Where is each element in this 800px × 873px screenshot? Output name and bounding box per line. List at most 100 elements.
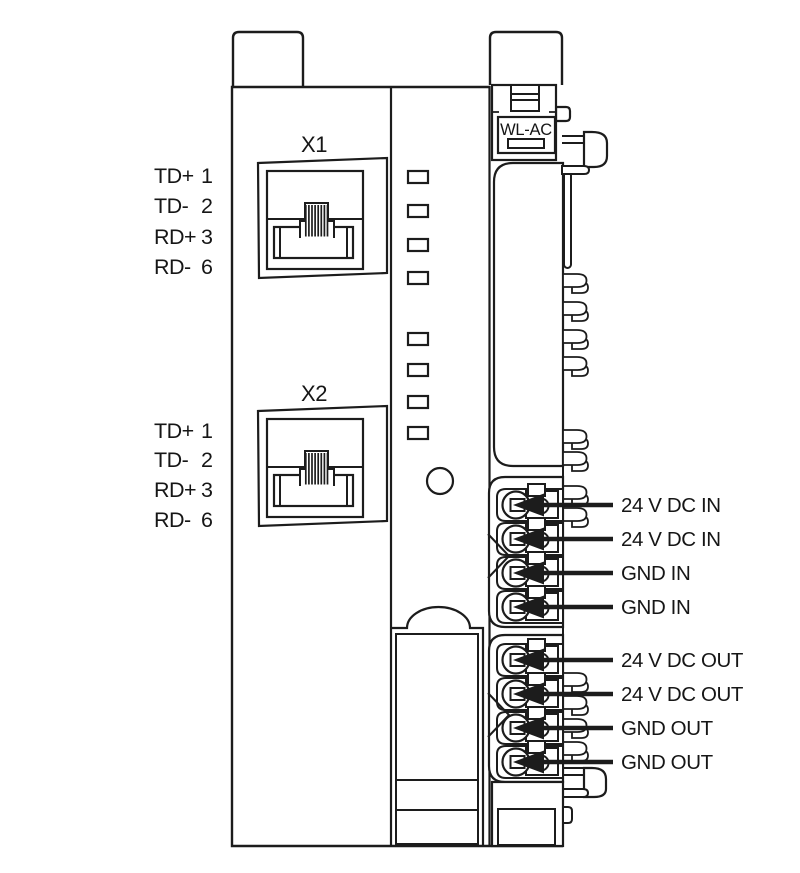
pin-signal-label: TD- bbox=[154, 194, 189, 218]
arrow-head bbox=[513, 750, 544, 774]
din-rail-clip-bottom bbox=[561, 766, 608, 799]
actuation-slot bbox=[527, 483, 546, 497]
port-label-x1: X1 bbox=[301, 132, 327, 157]
hook-tongue bbox=[562, 672, 588, 687]
din-rail-clip-top bbox=[561, 130, 609, 175]
pin-table: TD+1TD-2RD+3RD-6 bbox=[154, 419, 213, 532]
hook-tongue bbox=[562, 695, 588, 710]
actuation-slot bbox=[527, 585, 546, 599]
bus-contact-hook bbox=[562, 507, 589, 528]
power-terminal: GND IN bbox=[496, 585, 691, 624]
led-column bbox=[406, 169, 430, 441]
bottom-end-section bbox=[391, 605, 573, 848]
housing-outline bbox=[230, 85, 563, 848]
pin-signal-label: RD- bbox=[154, 508, 191, 532]
bus-contact-hook bbox=[562, 695, 589, 716]
hook-tongue bbox=[562, 485, 588, 500]
marking-window bbox=[507, 138, 545, 149]
hook-tongue bbox=[562, 329, 588, 344]
pin-number: 3 bbox=[201, 225, 213, 249]
pin-table: TD+1TD-2RD+3RD-6 bbox=[154, 164, 213, 279]
bus-contact-hook bbox=[562, 451, 589, 472]
release-chevron-out bbox=[487, 692, 511, 738]
pin-signal-label: RD+ bbox=[154, 225, 196, 249]
arrow-head bbox=[513, 595, 544, 619]
power-terminal: GND OUT bbox=[496, 706, 714, 745]
terminal-arrow-icon bbox=[513, 682, 613, 706]
bus-contact-hook bbox=[562, 301, 589, 322]
terminal-arrow-icon bbox=[513, 648, 613, 672]
power-terminal: 24 V DC OUT bbox=[496, 638, 744, 677]
side-tab bbox=[554, 105, 572, 123]
bus-contact-hook bbox=[562, 356, 589, 377]
rj45-plug-caps bbox=[279, 227, 348, 258]
din-clip-bar bbox=[561, 165, 591, 175]
bus-contact-strip bbox=[563, 171, 572, 269]
rj45-jack bbox=[256, 156, 389, 280]
terminal-label: 24 V DC IN bbox=[621, 494, 721, 517]
bus-contact-hook bbox=[562, 273, 589, 294]
din-clip-arm bbox=[562, 767, 585, 776]
actuation-slot bbox=[527, 740, 546, 754]
terminal-label: GND OUT bbox=[621, 751, 714, 774]
led-indicator bbox=[406, 203, 430, 219]
led-indicator bbox=[406, 362, 430, 378]
power-terminal: GND IN bbox=[496, 551, 691, 590]
latch-slider bbox=[510, 84, 540, 112]
led-indicator bbox=[406, 169, 430, 185]
ejector-lines bbox=[396, 779, 478, 811]
terminal-arrow-icon bbox=[513, 750, 613, 774]
hook-tongue bbox=[562, 273, 588, 288]
device-marking: WL-AC bbox=[500, 121, 552, 139]
terminal-label: GND OUT bbox=[621, 717, 714, 740]
arrow-head bbox=[513, 561, 544, 585]
led-indicator bbox=[406, 237, 430, 253]
side-panel-face bbox=[492, 161, 565, 468]
ejector-panel bbox=[391, 605, 485, 846]
pin-number: 2 bbox=[201, 194, 213, 218]
pin-signal-label: TD+ bbox=[154, 419, 194, 443]
power-terminal: 24 V DC IN bbox=[496, 483, 721, 522]
actuation-slot bbox=[527, 706, 546, 720]
pin-number: 6 bbox=[201, 255, 213, 279]
actuation-slot bbox=[527, 551, 546, 565]
led-indicator bbox=[406, 394, 430, 410]
arrow-head bbox=[513, 527, 544, 551]
terminal-label: 24 V DC OUT bbox=[621, 649, 744, 672]
bus-contact-hook bbox=[562, 329, 589, 350]
actuation-slot bbox=[527, 672, 546, 686]
top-tab-left bbox=[231, 30, 305, 88]
bus-contacts bbox=[562, 273, 589, 762]
led-indicator bbox=[406, 331, 430, 347]
terminal-arrow-icon bbox=[513, 561, 613, 585]
arrow-head bbox=[513, 716, 544, 740]
arrow-head bbox=[513, 682, 544, 706]
pin-number: 3 bbox=[201, 478, 213, 502]
power-terminal: 24 V DC OUT bbox=[496, 672, 744, 711]
pin-number: 2 bbox=[201, 448, 213, 472]
arrow-head bbox=[513, 493, 544, 517]
din-clip-knob bbox=[582, 130, 609, 169]
din-clip-arm bbox=[562, 135, 585, 144]
terminal-label: GND IN bbox=[621, 562, 690, 585]
hook-tongue bbox=[562, 507, 588, 522]
terminal-arrow-icon bbox=[513, 493, 613, 517]
hook-tongue bbox=[562, 356, 588, 371]
top-tab-right bbox=[488, 30, 564, 85]
pin-signal-label: RD+ bbox=[154, 478, 196, 502]
pin-signal-label: RD- bbox=[154, 255, 191, 279]
din-clip-bar bbox=[561, 788, 590, 798]
actuation-slot bbox=[527, 638, 546, 652]
bottom-side-tab bbox=[562, 806, 573, 824]
latch-slider-ribs bbox=[511, 93, 539, 101]
pin-signal-label: TD+ bbox=[154, 164, 194, 188]
din-clip-knob bbox=[582, 766, 608, 799]
terminal-label: 24 V DC OUT bbox=[621, 683, 744, 706]
port-label-x2: X2 bbox=[301, 381, 327, 406]
power-terminal: GND OUT bbox=[496, 740, 714, 779]
hook-tongue bbox=[562, 429, 588, 444]
pin-tables: TD+1TD-2RD+3RD-6TD+1TD-2RD+3RD-6 bbox=[154, 164, 213, 532]
